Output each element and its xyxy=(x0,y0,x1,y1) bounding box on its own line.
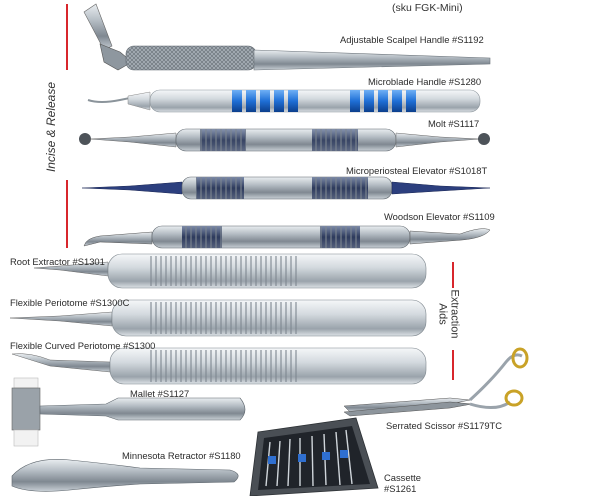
sku-header: (sku FGK-Mini) xyxy=(392,2,463,14)
incise-release-heading: Incise & Release xyxy=(44,81,59,173)
mallet-icon xyxy=(11,377,246,447)
scissor-icon xyxy=(343,347,529,417)
retractor-icon xyxy=(11,459,239,492)
label-molt: Molt #S1117 xyxy=(428,118,480,129)
cassette-icon xyxy=(249,417,379,496)
curved-periotome-icon xyxy=(11,347,427,385)
scalpel-handle-icon xyxy=(83,3,491,71)
label-mallet: Mallet #S1127 xyxy=(130,388,190,399)
microperiosteal-elevator-icon xyxy=(81,176,491,200)
label-woodson-elevator: Woodson Elevator #S1109 xyxy=(384,211,495,222)
woodson-elevator-icon xyxy=(83,225,491,249)
label-cassette-sku: #S1261 xyxy=(384,483,417,494)
extraction-aids-line1: Extraction xyxy=(448,289,461,339)
label-root-extractor: Root Extractor #S1301 xyxy=(10,256,105,267)
label-flexible-periotome: Flexible Periotome #S1300C xyxy=(10,297,130,308)
extraction-aids-rule-top xyxy=(452,262,454,288)
extraction-aids-line2: Aids xyxy=(436,303,449,325)
flexible-periotome-icon xyxy=(9,299,427,337)
extraction-aids-heading: Extraction Aids xyxy=(436,290,460,339)
molt-elevator-icon xyxy=(79,128,490,152)
label-serrated-scissor: Serrated Scissor #S1179TC xyxy=(386,420,503,431)
label-cassette: Cassette xyxy=(384,472,421,483)
label-scalpel-handle: Adjustable Scalpel Handle #S1192 xyxy=(340,34,484,45)
label-microperiosteal-elevator: Microperiosteal Elevator #S1018T xyxy=(346,165,488,176)
incise-release-rule-bottom xyxy=(66,180,68,248)
label-curved-periotome: Flexible Curved Periotome #S1300 xyxy=(10,340,156,351)
extraction-aids-rule-bottom xyxy=(452,350,454,380)
root-extractor-icon xyxy=(33,253,427,289)
microblade-handle-icon xyxy=(87,89,481,113)
label-microblade-handle: Microblade Handle #S1280 xyxy=(368,76,482,87)
incise-release-rule-top xyxy=(66,4,68,70)
label-minnesota-retractor: Minnesota Retractor #S1180 xyxy=(122,450,241,461)
